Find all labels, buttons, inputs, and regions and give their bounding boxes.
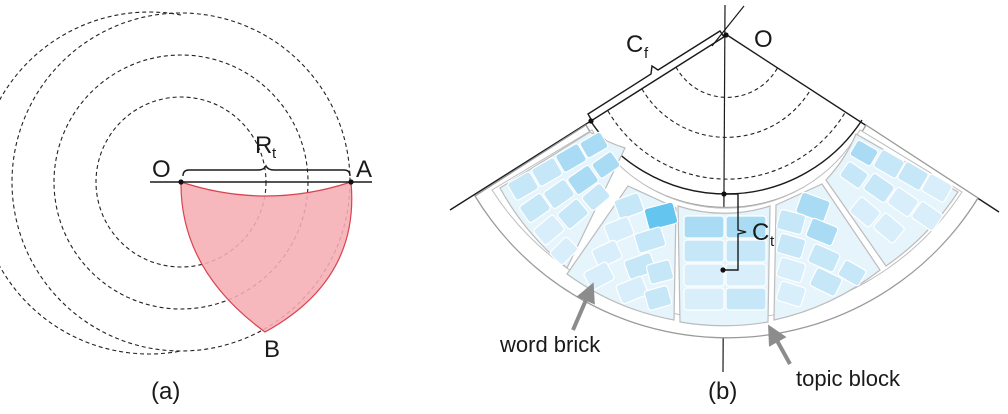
word-brick	[725, 287, 767, 311]
word-brick	[557, 198, 589, 230]
word-brick	[683, 215, 725, 239]
word-brick	[615, 275, 649, 305]
word-brick	[543, 178, 575, 210]
word-brick	[775, 280, 807, 308]
word-brick	[531, 157, 563, 187]
dashed-arc-1	[675, 66, 779, 98]
caption-a: (a)	[151, 378, 180, 405]
word-brick	[725, 215, 767, 239]
word-brick	[795, 191, 831, 223]
word-brick	[805, 217, 839, 247]
arrow-word-brick	[571, 282, 595, 331]
word-brick	[775, 232, 807, 260]
wedge-left-edge	[449, 34, 728, 211]
label-r: R	[255, 132, 272, 159]
word-brick	[683, 239, 725, 263]
word-brick	[555, 143, 587, 173]
label-a: A	[356, 156, 372, 183]
word-brick	[775, 209, 807, 235]
word-brick	[549, 236, 579, 266]
word-brick	[591, 239, 623, 269]
word-brick	[911, 200, 943, 232]
cf-bracket	[587, 30, 725, 122]
label-b: B	[264, 336, 280, 363]
point-ct-bottom	[720, 267, 726, 273]
word-brick	[837, 259, 867, 287]
word-brick	[507, 171, 539, 201]
word-brick	[775, 256, 807, 284]
caption-b: (b)	[708, 378, 737, 405]
word-brick	[897, 161, 929, 191]
dashed-arc-3	[607, 110, 847, 180]
word-brick	[873, 212, 905, 244]
word-brick	[809, 267, 843, 297]
arrow-topic-block	[768, 324, 792, 365]
word-brick	[567, 164, 599, 196]
outer-dashed-circle	[0, 11, 182, 355]
panel-a: O A B R t (a)	[0, 11, 372, 405]
origin-tick	[711, 5, 745, 47]
label-r-sub: t	[272, 145, 277, 162]
word-brick	[839, 161, 869, 189]
label-o-b: O	[754, 26, 773, 53]
word-brick	[807, 243, 841, 273]
word-brick	[683, 287, 725, 311]
label-cf-sub: f	[644, 45, 649, 62]
ct-bracket	[725, 193, 747, 271]
word-brick	[603, 216, 635, 244]
annotation-topic-block: topic block	[796, 366, 901, 391]
word-brick	[683, 263, 725, 287]
word-brick	[849, 139, 879, 167]
word-brick	[863, 172, 895, 204]
word-brick	[887, 186, 919, 218]
word-brick	[519, 192, 551, 224]
lens-region	[180, 181, 353, 333]
word-brick	[921, 173, 953, 203]
word-brick	[643, 201, 679, 231]
label-cf: C	[626, 31, 643, 58]
point-a	[348, 179, 354, 185]
word-brick	[873, 149, 905, 179]
word-brick	[725, 263, 767, 287]
word-brick	[579, 131, 609, 159]
word-brick	[643, 285, 673, 311]
point-o-b	[723, 32, 729, 38]
panel-b: O C f C t word brick topic block (b)	[449, 4, 1000, 405]
annotation-word-brick: word brick	[499, 332, 601, 357]
word-brick	[591, 151, 621, 179]
dashed-arcs	[607, 66, 847, 180]
radius-bracket	[182, 164, 351, 177]
word-brick	[533, 214, 565, 246]
point-ct-top	[721, 191, 727, 197]
word-brick	[849, 196, 881, 228]
word-brick	[725, 239, 767, 263]
point-band-left	[588, 118, 594, 124]
word-bricks	[507, 131, 953, 311]
word-brick	[645, 259, 675, 285]
label-ct-sub: t	[770, 233, 775, 250]
word-brick	[613, 192, 645, 220]
word-brick	[633, 226, 667, 254]
label-ct: C	[752, 219, 769, 246]
dashed-arc-2	[641, 88, 812, 138]
point-o	[178, 179, 184, 185]
word-brick	[581, 183, 611, 211]
label-o-a: O	[152, 156, 171, 183]
